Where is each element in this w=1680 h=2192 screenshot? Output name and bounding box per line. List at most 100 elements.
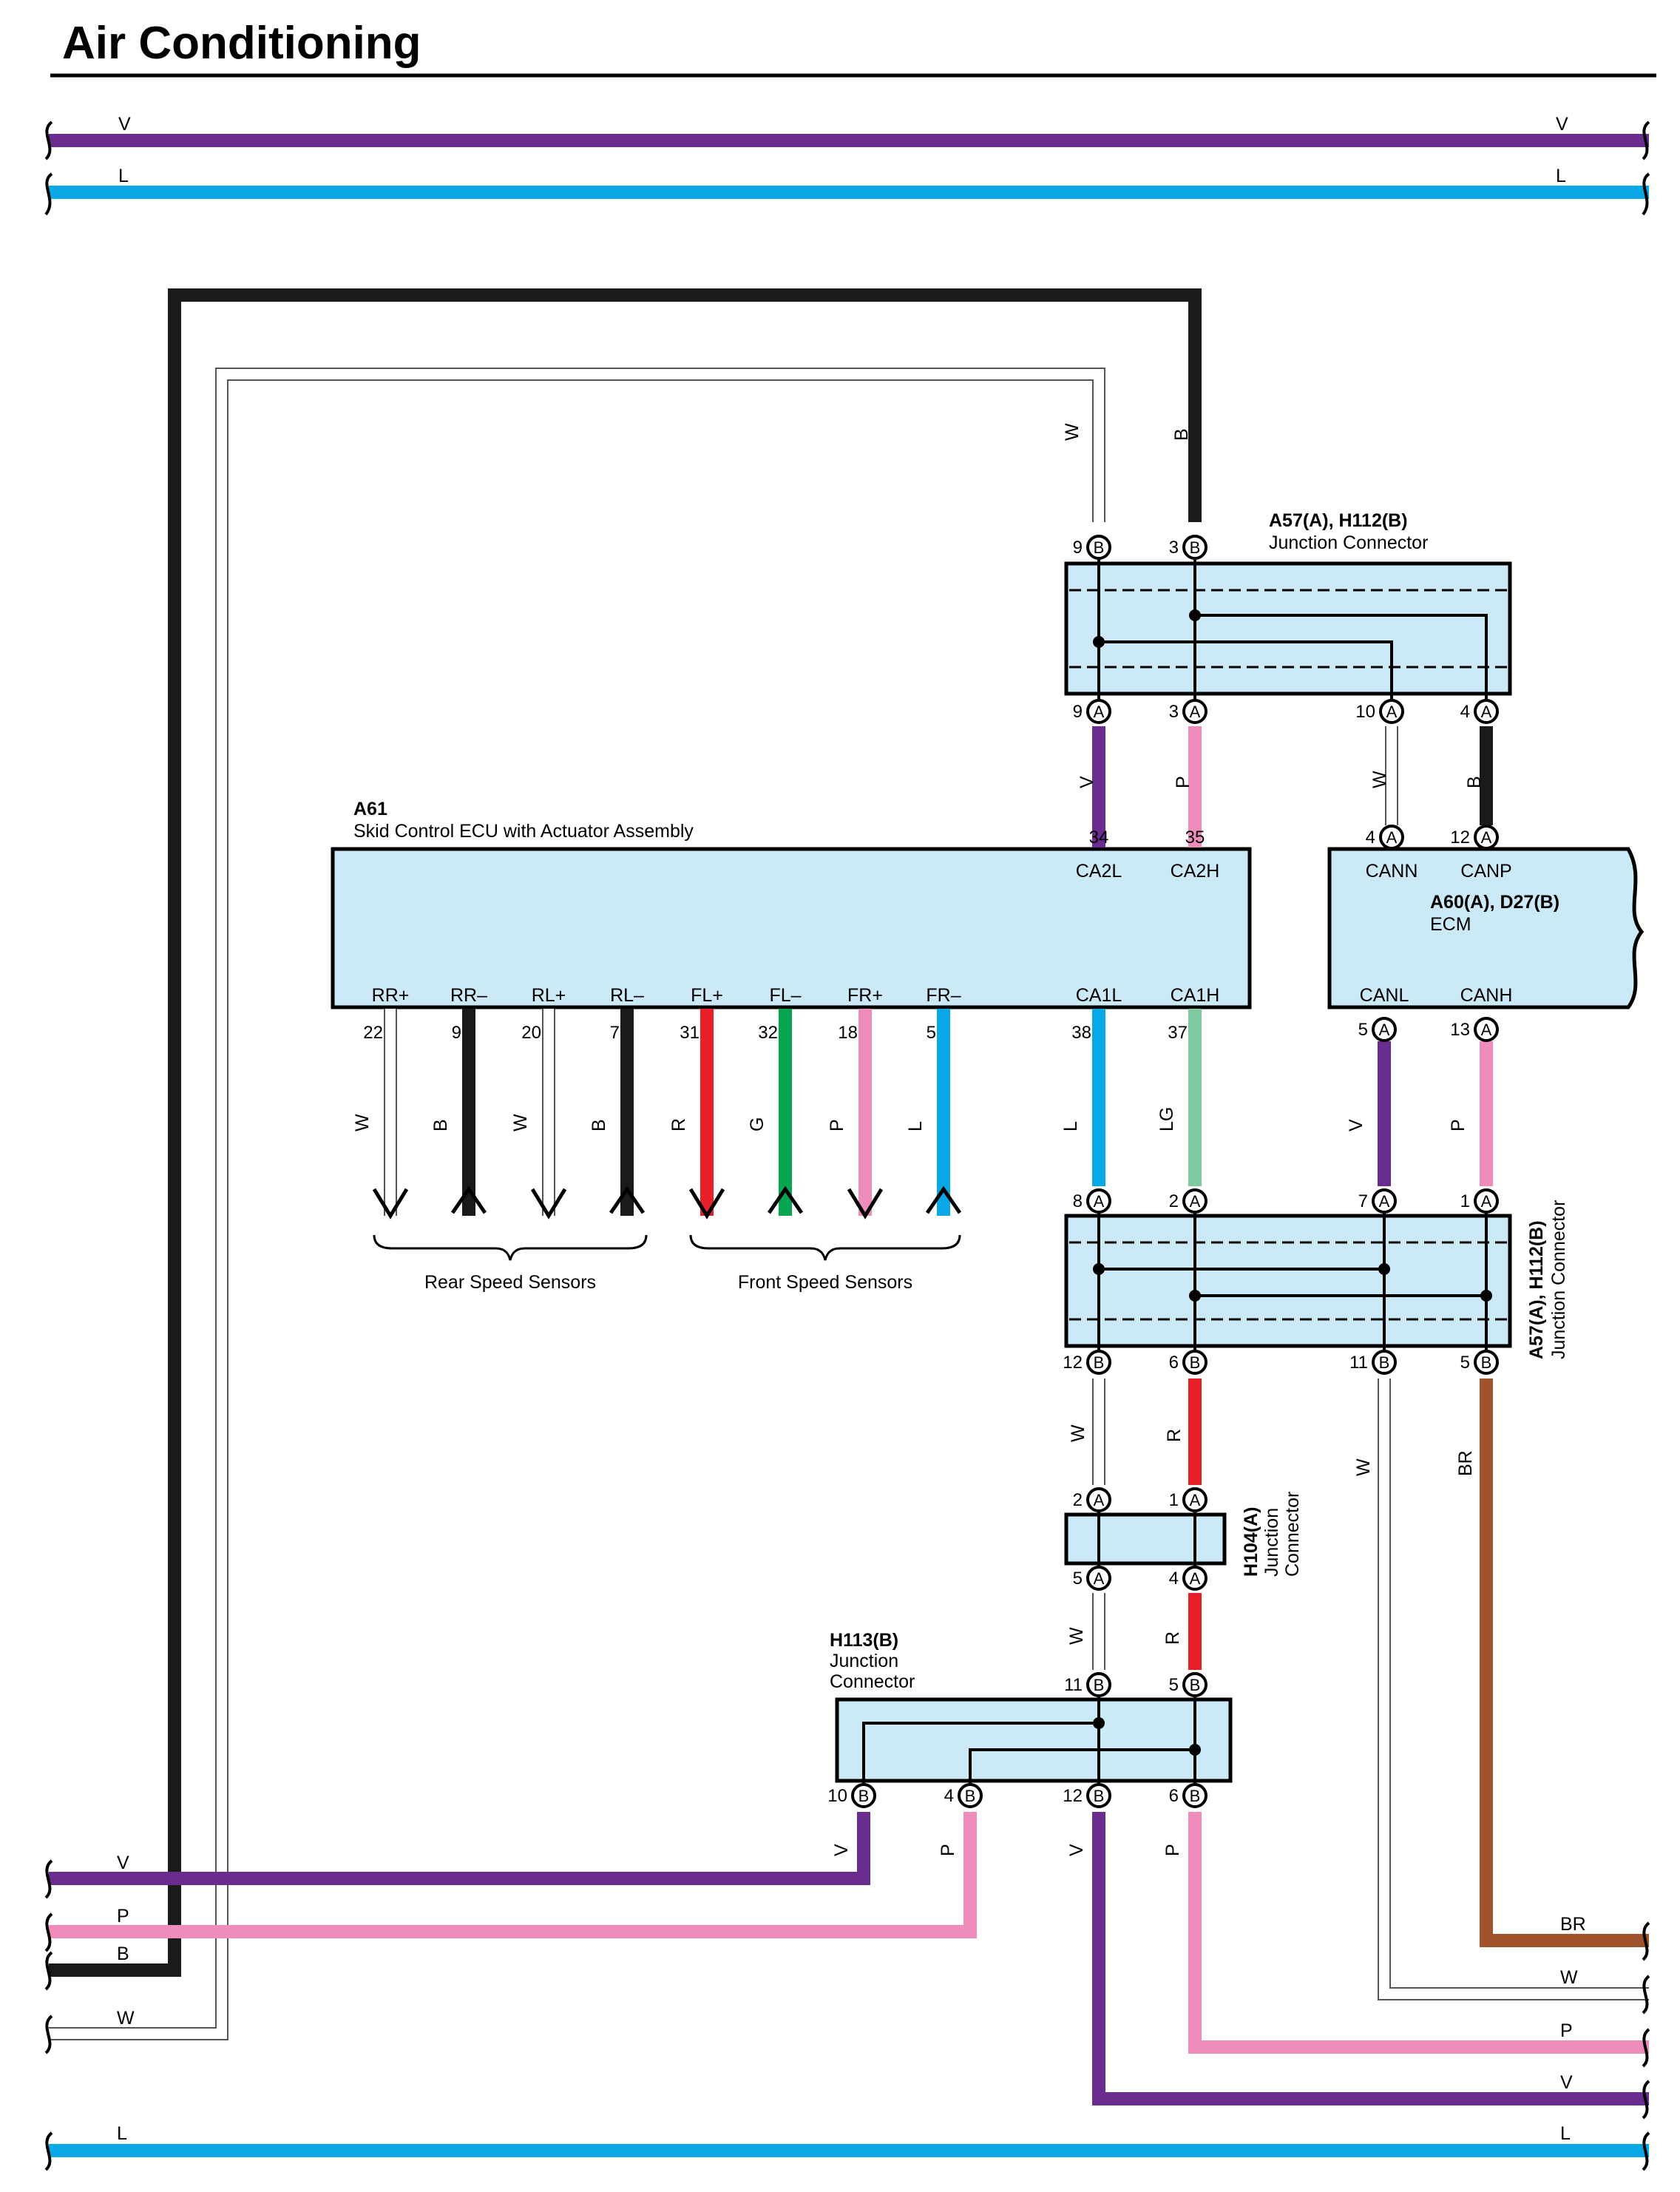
h113-wire-label-0: V xyxy=(831,1844,852,1856)
ecm-name: ECM xyxy=(1430,914,1471,935)
sensor-arrow-0 xyxy=(372,1188,409,1220)
h113-wire-label-3: P xyxy=(1162,1844,1183,1856)
jc-top-top-pin-3-conn-letter: B xyxy=(1190,538,1201,557)
h113-top-pin-11-number: 11 xyxy=(1064,1675,1083,1695)
jc-top-wire-label-2: W xyxy=(1369,771,1390,788)
jc-mid-bottom-pin-12-conn-letter: B xyxy=(1094,1353,1105,1372)
bottom-left-label-w: W xyxy=(117,2008,135,2029)
ecu-can-wire-label-8: L xyxy=(1060,1121,1081,1131)
jc-top-bottom-pin-4-conn-letter: A xyxy=(1481,703,1492,721)
wire-br-jcmid-right xyxy=(1480,1379,1649,1947)
sensor-arrow-6 xyxy=(847,1188,884,1220)
ecm-top-pin-12-conn-letter: A xyxy=(1481,828,1492,847)
jc-mid-bottom-pin-12-number: 12 xyxy=(1063,1353,1083,1373)
ecm-bottom-signal-CANL: CANL xyxy=(1360,985,1409,1006)
h104-bottom-pin-4-conn-letter: A xyxy=(1190,1569,1201,1588)
ecm-bottom-pin-13-conn-letter: A xyxy=(1481,1021,1492,1039)
ecm-bottom-pin-13-terminal xyxy=(1474,1017,1499,1042)
jc-top-top-pin-9-conn-letter: B xyxy=(1094,538,1105,557)
h104-top-pin-2-conn-letter: A xyxy=(1094,1491,1105,1509)
h113-bottom-pin-10-number: 10 xyxy=(827,1786,847,1806)
top-wire-l-left-label: L xyxy=(118,166,129,186)
sensor-wire-label-4: R xyxy=(668,1118,689,1131)
jc-mid-bottom-pin-11-conn-letter: B xyxy=(1379,1353,1390,1372)
jc-top-top-pin-3-terminal xyxy=(1182,535,1208,560)
top-wire-l-right-label: L xyxy=(1556,166,1566,186)
ecu-top-signal-CA2H: CA2H xyxy=(1171,861,1220,882)
ecm-bottom-pin-5-terminal xyxy=(1372,1017,1397,1042)
h104-bottom-pin-4-terminal xyxy=(1182,1566,1208,1591)
bottom-right-braces xyxy=(1642,1921,1650,2171)
rear-sensor-label: Rear Speed Sensors xyxy=(424,1272,596,1293)
jc-mid-bottom-pin-6-conn-letter: B xyxy=(1190,1353,1201,1372)
ecm-wire-label-0: V xyxy=(1346,1119,1366,1131)
jc-top-bottom-pin-9-terminal xyxy=(1086,699,1111,724)
ecu-box xyxy=(331,847,1252,1009)
front-sensor-brace xyxy=(689,1234,961,1261)
ecu-bottom-signal-5: FL– xyxy=(769,985,801,1006)
h104-bottom-pin-5-number: 5 xyxy=(1073,1569,1083,1589)
wire-w-jcmid-right-o xyxy=(1378,1379,1649,2000)
h113-bottom-pin-6-conn-letter: B xyxy=(1190,1787,1201,1805)
sensor-wire-group xyxy=(372,1009,962,1220)
jc-mid-bottom-pin-5-conn-letter: B xyxy=(1481,1353,1492,1372)
ecu-bottom-pin-num-5: 32 xyxy=(758,1023,778,1043)
h104-box xyxy=(1064,1512,1227,1566)
top-wire-v-left-label: V xyxy=(118,114,131,135)
sensor-wire-label-5: G xyxy=(747,1117,768,1131)
h113-bottom-pin-12-terminal xyxy=(1086,1783,1111,1808)
ecu-bottom-signal-6: FR+ xyxy=(847,985,883,1006)
h104-top-pin-2-terminal xyxy=(1086,1487,1111,1512)
ecu-top-pin-num-34: 34 xyxy=(1089,828,1109,848)
junction-connector-h113 xyxy=(835,1685,1233,1796)
h113-bottom-pin-6-terminal xyxy=(1182,1783,1208,1808)
h113-bottom-pin-4-terminal xyxy=(958,1783,983,1808)
jc-top-wire-label-1: P xyxy=(1173,776,1193,788)
jc-mid-top-pin-1-terminal xyxy=(1474,1188,1499,1214)
ecu-bottom-pin-num-3: 7 xyxy=(610,1023,620,1043)
jc-mid-top-pin-8-number: 8 xyxy=(1073,1191,1083,1211)
h113-bottom-pin-12-number: 12 xyxy=(1063,1786,1083,1806)
h104-name-2: Connector xyxy=(1282,1492,1303,1577)
junction-connector-mid xyxy=(1064,1201,1512,1362)
bottom-left-label-p: P xyxy=(117,1906,129,1927)
jc-top-bottom-pin-4-number: 4 xyxy=(1460,702,1470,722)
sensor-wire-label-7: L xyxy=(905,1121,926,1131)
top-left-brace-1 xyxy=(44,121,53,160)
ecm-top-pin-12-terminal xyxy=(1474,825,1499,850)
jc-top-name: Junction Connector xyxy=(1269,532,1428,553)
sensor-arrow-2 xyxy=(530,1188,567,1220)
ecu-bottom-pin-num-7: 5 xyxy=(927,1023,936,1043)
jc-top-bottom-pin-9-conn-letter: A xyxy=(1094,703,1105,721)
jc-mid-top-pin-7-terminal xyxy=(1372,1188,1397,1214)
jc-top-bottom-pin-10-conn-letter: A xyxy=(1386,703,1398,721)
jc-mid-bottom-pin-6-terminal xyxy=(1182,1350,1208,1375)
ecu-name: Skid Control ECU with Actuator Assembly xyxy=(353,821,694,842)
ecm-top-pin-4-number: 4 xyxy=(1366,828,1375,848)
jc-mid-top-pin-1-conn-letter: A xyxy=(1481,1192,1492,1211)
ecm-id: A60(A), D27(B) xyxy=(1430,892,1559,913)
h104-wire-label-0: W xyxy=(1066,1627,1087,1645)
bottom-wire-l-left-label: L xyxy=(117,2123,127,2144)
wire-v-h113-right xyxy=(1092,1812,1649,2105)
jc-top-bottom-pin-9-number: 9 xyxy=(1073,702,1083,722)
jc-top-bottom-pin-3-terminal xyxy=(1182,699,1208,724)
ecm-bottom-pin-5-conn-letter: A xyxy=(1379,1021,1390,1039)
ecu-bottom-pin-num-1: 9 xyxy=(452,1023,461,1043)
bottom-left-braces xyxy=(44,1859,53,2171)
h104-top-pin-1-number: 1 xyxy=(1169,1490,1179,1510)
jc-mid-bottom-pin-11-terminal xyxy=(1372,1350,1397,1375)
jc-mid-top-pin-2-number: 2 xyxy=(1169,1191,1179,1211)
ecm-top-pin-12-number: 12 xyxy=(1450,828,1470,848)
junction-connector-top xyxy=(1064,547,1512,711)
sensor-wire-label-1: B xyxy=(430,1119,451,1131)
ecu-bottom-pin-num-2: 20 xyxy=(521,1023,541,1043)
bottom-wire-l-right-label: L xyxy=(1560,2123,1571,2144)
wire-w-jcmid-right-i xyxy=(1379,1379,1649,1999)
top-wire-v-right-label: V xyxy=(1556,114,1568,135)
jc-mid-wire-label-3: BR xyxy=(1455,1450,1476,1476)
jc-mid-bottom-pin-5-terminal xyxy=(1474,1350,1499,1375)
jc-mid-name: Junction Connector xyxy=(1548,1200,1569,1359)
wire-b-loop xyxy=(49,288,1202,1977)
